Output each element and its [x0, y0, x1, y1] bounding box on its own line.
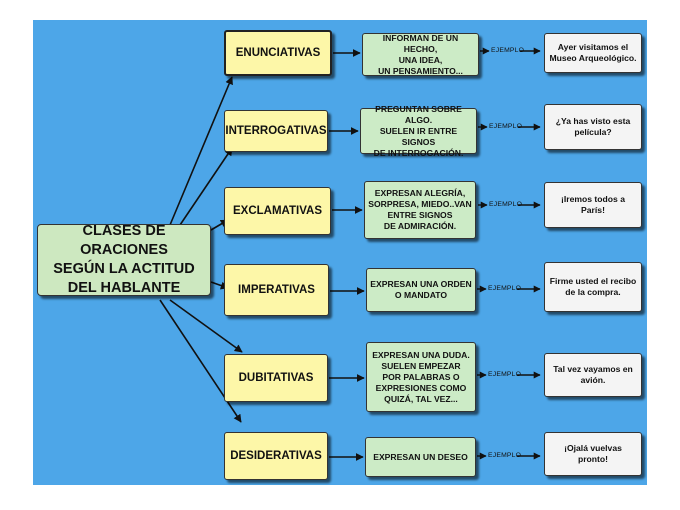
example-label: EJEMPLO	[489, 123, 523, 130]
category-exclamativas: EXCLAMATIVAS	[224, 187, 331, 235]
central-node: CLASES DE ORACIONES SEGÚN LA ACTITUD DEL…	[37, 223, 211, 296]
description-enunciativas: INFORMAN DE UN HECHO, UNA IDEA, UN PENSA…	[362, 33, 479, 76]
arrow-center-dubitativas	[169, 299, 243, 353]
example-label: EJEMPLO	[488, 371, 522, 378]
category-interrogativas: INTERROGATIVAS	[224, 110, 328, 152]
category-imperativas: IMPERATIVAS	[224, 264, 329, 316]
arrow-center-interrogativas	[179, 147, 233, 226]
example-dubitativas: Tal vez vayamos en avión.	[544, 353, 642, 397]
description-dubitativas: EXPRESAN UNA DUDA. SUELEN EMPEZAR POR PA…	[366, 342, 476, 412]
description-desiderativas: EXPRESAN UN DESEO	[365, 437, 476, 477]
category-enunciativas: ENUNCIATIVAS	[224, 30, 332, 76]
example-label: EJEMPLO	[489, 201, 523, 208]
example-label: EJEMPLO	[488, 452, 522, 459]
arrow-center-enunciativas	[169, 76, 233, 226]
example-desiderativas: ¡Ojalá vuelvas pronto!	[544, 432, 642, 476]
description-imperativas: EXPRESAN UNA ORDEN O MANDATO	[366, 268, 476, 312]
example-enunciativas: Ayer visitamos el Museo Arqueológico.	[544, 33, 642, 73]
example-imperativas: Firme usted el recibo de la compra.	[544, 262, 642, 312]
category-dubitativas: DUBITATIVAS	[224, 354, 328, 402]
description-exclamativas: EXPRESAN ALEGRÍA, SORPRESA, MIEDO..VAN E…	[364, 181, 476, 239]
example-label: EJEMPLO	[491, 47, 525, 54]
example-label: EJEMPLO	[488, 285, 522, 292]
example-interrogativas: ¿Ya has visto esta película?	[544, 104, 642, 150]
description-interrogativas: PREGUNTAN SOBRE ALGO. SUELEN IR ENTRE SI…	[360, 104, 477, 158]
category-desiderativas: DESIDERATIVAS	[224, 432, 328, 480]
example-exclamativas: ¡Iremos todos a París!	[544, 182, 642, 228]
